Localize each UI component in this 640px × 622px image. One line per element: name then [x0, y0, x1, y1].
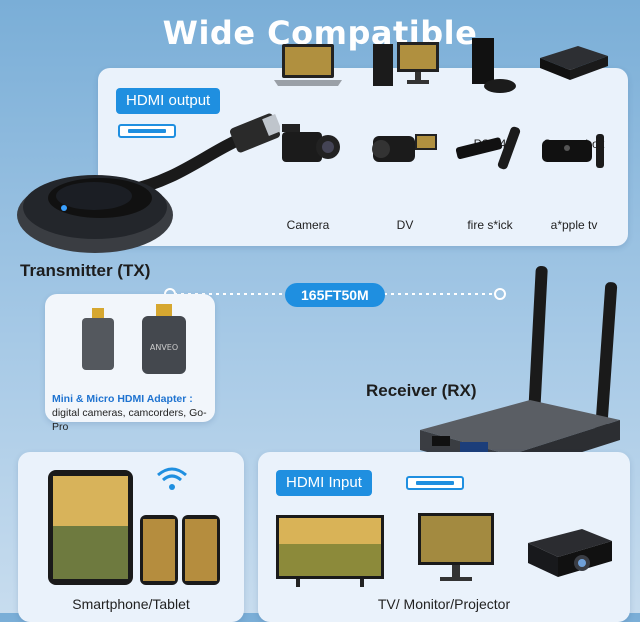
receiver-image — [420, 266, 620, 475]
game-console-icon — [450, 36, 530, 96]
svg-text:ANVEO: ANVEO — [150, 343, 178, 352]
tv-image — [276, 515, 384, 587]
camcorder-icon — [365, 118, 445, 178]
set-top-box-icon — [534, 36, 614, 96]
adapter-note: Mini & Micro HDMI Adapter : digital came… — [52, 392, 222, 434]
display-label: TV/ Monitor/Projector — [377, 596, 511, 612]
hdmi-input-badge: HDMI Input — [276, 470, 372, 496]
apple-tv-box-icon — [534, 118, 614, 178]
phone-image-left — [140, 515, 178, 585]
laptop-icon — [268, 36, 348, 96]
smartphone-label: Smartphone/Tablet — [72, 596, 190, 612]
adapter-heading: Mini & Micro HDMI Adapter : — [52, 393, 193, 405]
phone-image-right — [182, 515, 220, 585]
device-label: DV — [396, 218, 414, 232]
hdmi-output-badge: HDMI output — [116, 88, 221, 114]
wifi-icon — [157, 467, 187, 490]
receiver-label: Receiver (RX) — [366, 381, 477, 400]
transmitter-label: Transmitter (TX) — [20, 261, 151, 280]
hdmi-adapter-image: ANVEO — [82, 304, 186, 374]
device-label: Camera — [286, 218, 330, 232]
adapter-description: digital cameras, camcorders, Go-Pro — [52, 407, 207, 433]
desktop-pc-icon — [365, 36, 445, 96]
tablet-image — [48, 470, 133, 585]
device-label: a*pple tv — [550, 218, 598, 232]
adapter-panel — [45, 294, 215, 422]
device-label: fire s*ick — [467, 218, 513, 232]
hdmi-port-icon — [406, 476, 464, 490]
projector-image — [528, 529, 612, 577]
hdmi-port-icon — [118, 124, 176, 138]
transmitter-dongle-image — [17, 113, 280, 253]
streaming-stick-icon — [450, 118, 530, 178]
video-camera-icon — [268, 118, 348, 178]
distance-badge: 165FT50M — [285, 283, 385, 307]
monitor-image — [418, 513, 494, 581]
